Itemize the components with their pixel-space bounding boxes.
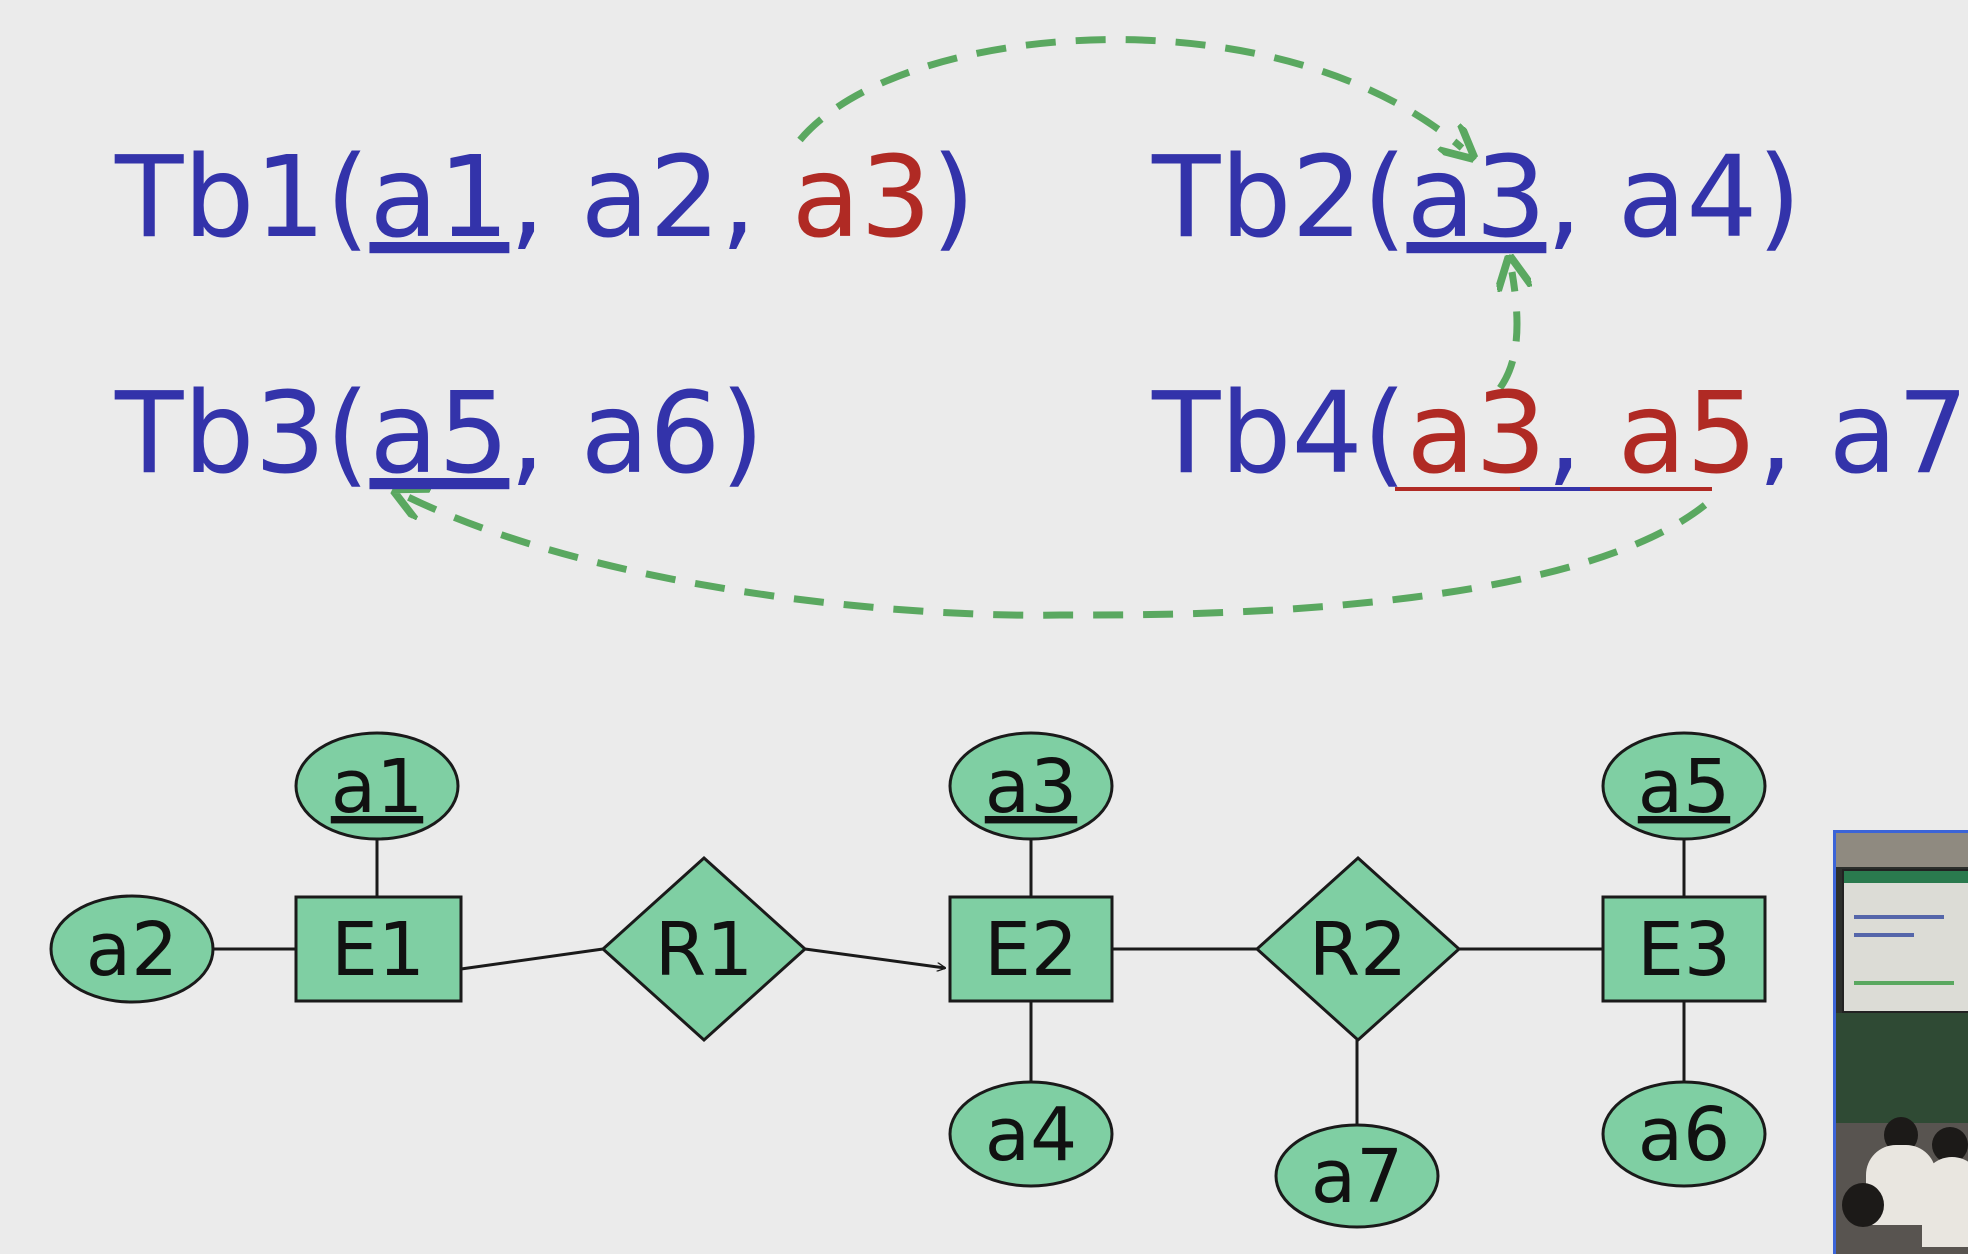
tb1-attr-a1: a1	[369, 133, 509, 263]
schema-tb4: Tb4(a3, a5, a7)	[1151, 369, 1968, 499]
entity-e3: E3	[1601, 895, 1767, 1003]
relationship-r1: R1	[600, 855, 808, 1043]
fk-arrow-tb4-to-tb2	[1500, 272, 1517, 391]
schema-tb1: Tb1(a1, a2, a3)	[114, 133, 975, 263]
svg-text:R2: R2	[1309, 907, 1408, 993]
schema-tb3: Tb3(a5, a6)	[114, 369, 764, 499]
fk-arrow-tb4-to-tb3	[408, 497, 1708, 619]
svg-text:a7: a7	[1311, 1134, 1403, 1220]
svg-text:a6: a6	[1638, 1092, 1730, 1178]
svg-text:a3: a3	[985, 744, 1077, 830]
edge-r1-e2	[804, 947, 945, 968]
thumb-ceiling	[1836, 833, 1968, 867]
svg-text:E1: E1	[331, 907, 425, 993]
schema-tb2: Tb2(a3, a4)	[1151, 133, 1801, 263]
edge-e1-r1	[460, 947, 604, 971]
tb1-attr-a3-fk: a3	[792, 133, 932, 263]
tb4-attr-a3-fk: a3	[1406, 369, 1546, 499]
thumb-blackboard	[1836, 1013, 1968, 1123]
svg-text:a2: a2	[86, 907, 178, 993]
svg-text:E2: E2	[984, 907, 1078, 993]
thumb-audience	[1836, 1117, 1968, 1254]
svg-text:E3: E3	[1637, 907, 1731, 993]
tb2-attr-a3: a3	[1406, 133, 1546, 263]
fk-arrow-tb1-to-tb2	[797, 36, 1462, 148]
attr-a5: a5	[1601, 731, 1767, 841]
attr-a1: a1	[294, 731, 460, 841]
tb4-attr-a5-fk: a5	[1618, 369, 1758, 499]
attr-a2: a2	[49, 894, 215, 1004]
entity-e2: E2	[948, 895, 1114, 1003]
svg-text:a5: a5	[1638, 744, 1730, 830]
svg-text:a4: a4	[985, 1092, 1077, 1178]
attr-a7: a7	[1274, 1123, 1440, 1229]
svg-text:a1: a1	[331, 744, 423, 830]
camera-thumbnail[interactable]	[1833, 830, 1968, 1254]
thumb-projector-screen	[1842, 869, 1968, 1013]
tb3-attr-a5: a5	[369, 369, 509, 499]
attr-a6: a6	[1601, 1080, 1767, 1188]
attr-a4: a4	[948, 1080, 1114, 1188]
entity-e1: E1	[294, 895, 463, 1003]
svg-text:R1: R1	[655, 907, 754, 993]
relationship-r2: R2	[1254, 855, 1462, 1043]
attr-a3: a3	[948, 731, 1114, 841]
